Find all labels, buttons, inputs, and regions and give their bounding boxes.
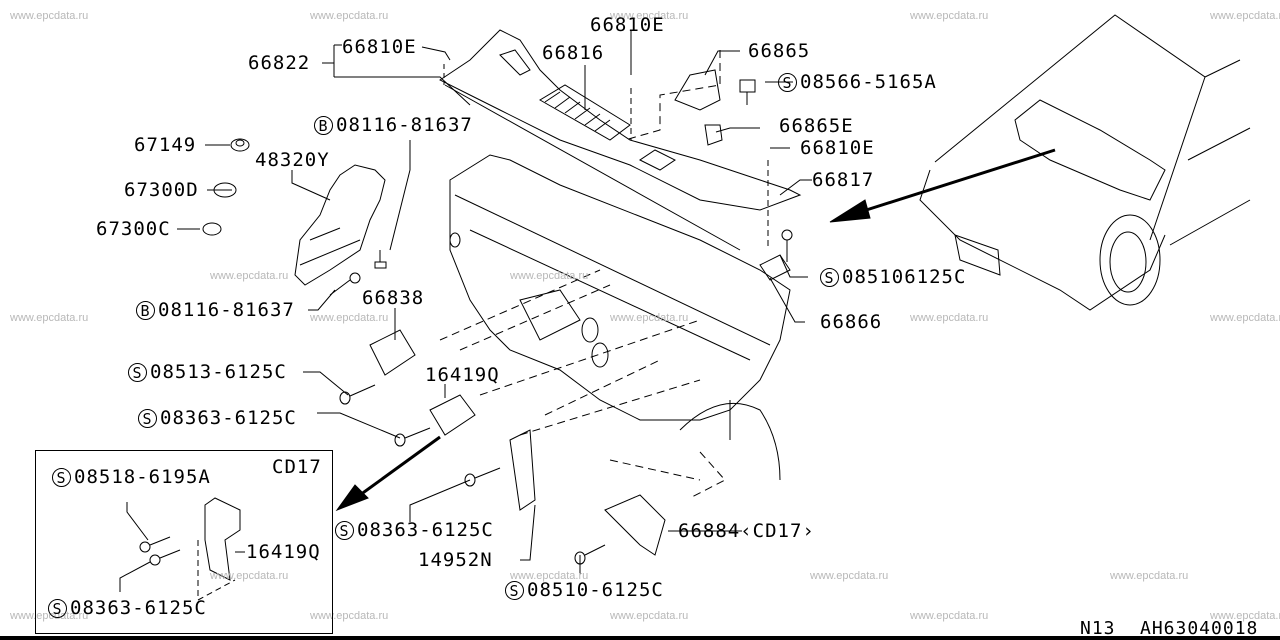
watermark: www.epcdata.ru bbox=[10, 10, 89, 22]
watermark: www.epcdata.ru bbox=[510, 570, 589, 582]
bottom-border bbox=[0, 636, 1280, 640]
part-label-14952N[interactable]: 14952N bbox=[418, 549, 493, 571]
watermark: www.epcdata.ru bbox=[10, 610, 89, 622]
standard-part-symbol-icon: S bbox=[138, 409, 157, 428]
watermark: www.epcdata.ru bbox=[810, 570, 889, 582]
watermark: www.epcdata.ru bbox=[1210, 312, 1280, 324]
fasteners bbox=[202, 69, 793, 565]
watermark: www.epcdata.ru bbox=[1110, 570, 1189, 582]
vehicle-overview bbox=[919, 14, 1251, 311]
figure-id: AH63040018 bbox=[1140, 618, 1259, 639]
watermark: www.epcdata.ru bbox=[910, 610, 989, 622]
watermark: www.epcdata.ru bbox=[610, 610, 689, 622]
standard-part-symbol-icon: S bbox=[52, 468, 71, 487]
part-label-66838[interactable]: 66838 bbox=[362, 287, 425, 309]
watermark: www.epcdata.ru bbox=[510, 270, 589, 282]
standard-part-symbol-icon: S bbox=[128, 363, 147, 382]
part-label-16419Q[interactable]: 16419Q bbox=[246, 541, 321, 563]
part-label-67300C[interactable]: 67300C bbox=[96, 218, 171, 240]
watermark: www.epcdata.ru bbox=[910, 312, 989, 324]
standard-part-symbol-icon: S bbox=[335, 521, 354, 540]
inset-drawing bbox=[119, 497, 245, 601]
watermark: www.epcdata.ru bbox=[310, 10, 389, 22]
part-label-66866[interactable]: 66866 bbox=[820, 311, 883, 333]
inset-cd17-box bbox=[35, 450, 333, 634]
watermark: www.epcdata.ru bbox=[610, 312, 689, 324]
dash-panel bbox=[449, 154, 791, 481]
part-label-48320Y[interactable]: 48320Y bbox=[255, 149, 330, 171]
watermark: www.epcdata.ru bbox=[1210, 10, 1280, 22]
watermark: www.epcdata.ru bbox=[10, 312, 89, 324]
standard-part-symbol-icon: S bbox=[505, 581, 524, 600]
part-label-16419Q[interactable]: 16419Q bbox=[425, 364, 500, 386]
bracket-48320Y bbox=[294, 164, 386, 286]
bolt-symbol-icon: B bbox=[136, 301, 155, 320]
part-label-67149[interactable]: 67149 bbox=[134, 134, 197, 156]
watermark: www.epcdata.ru bbox=[1210, 610, 1280, 622]
part-label-66816[interactable]: 66816 bbox=[542, 42, 605, 64]
part-label-66822[interactable]: 66822 bbox=[248, 52, 311, 74]
part-label-66817[interactable]: 66817 bbox=[812, 169, 875, 191]
watermark: www.epcdata.ru bbox=[910, 10, 989, 22]
part-label-66810E[interactable]: 66810E bbox=[590, 14, 665, 36]
callout-arrows bbox=[335, 148, 1056, 512]
watermark: www.epcdata.ru bbox=[210, 270, 289, 282]
watermark: www.epcdata.ru bbox=[610, 10, 689, 22]
watermark: www.epcdata.ru bbox=[310, 312, 389, 324]
section-code: N13 bbox=[1080, 618, 1116, 639]
standard-part-symbol-icon: S bbox=[778, 73, 797, 92]
inset-title: CD17 bbox=[272, 456, 322, 478]
part-label-66865E[interactable]: 66865E bbox=[779, 115, 854, 137]
leader-lines bbox=[177, 30, 812, 575]
bolt-symbol-icon: B bbox=[314, 116, 333, 135]
part-label-66884-CD17[interactable]: 66884‹CD17› bbox=[678, 520, 815, 542]
part-label-67300D[interactable]: 67300D bbox=[124, 179, 199, 201]
part-label-66865[interactable]: 66865 bbox=[748, 40, 811, 62]
part-label-66810E[interactable]: 66810E bbox=[342, 36, 417, 58]
standard-part-symbol-icon: S bbox=[820, 268, 839, 287]
part-label-66810E[interactable]: 66810E bbox=[800, 137, 875, 159]
cowl-top-panel bbox=[439, 29, 802, 251]
watermark: www.epcdata.ru bbox=[310, 610, 389, 622]
watermark: www.epcdata.ru bbox=[210, 570, 289, 582]
standard-part-symbol-icon: S bbox=[48, 599, 67, 618]
